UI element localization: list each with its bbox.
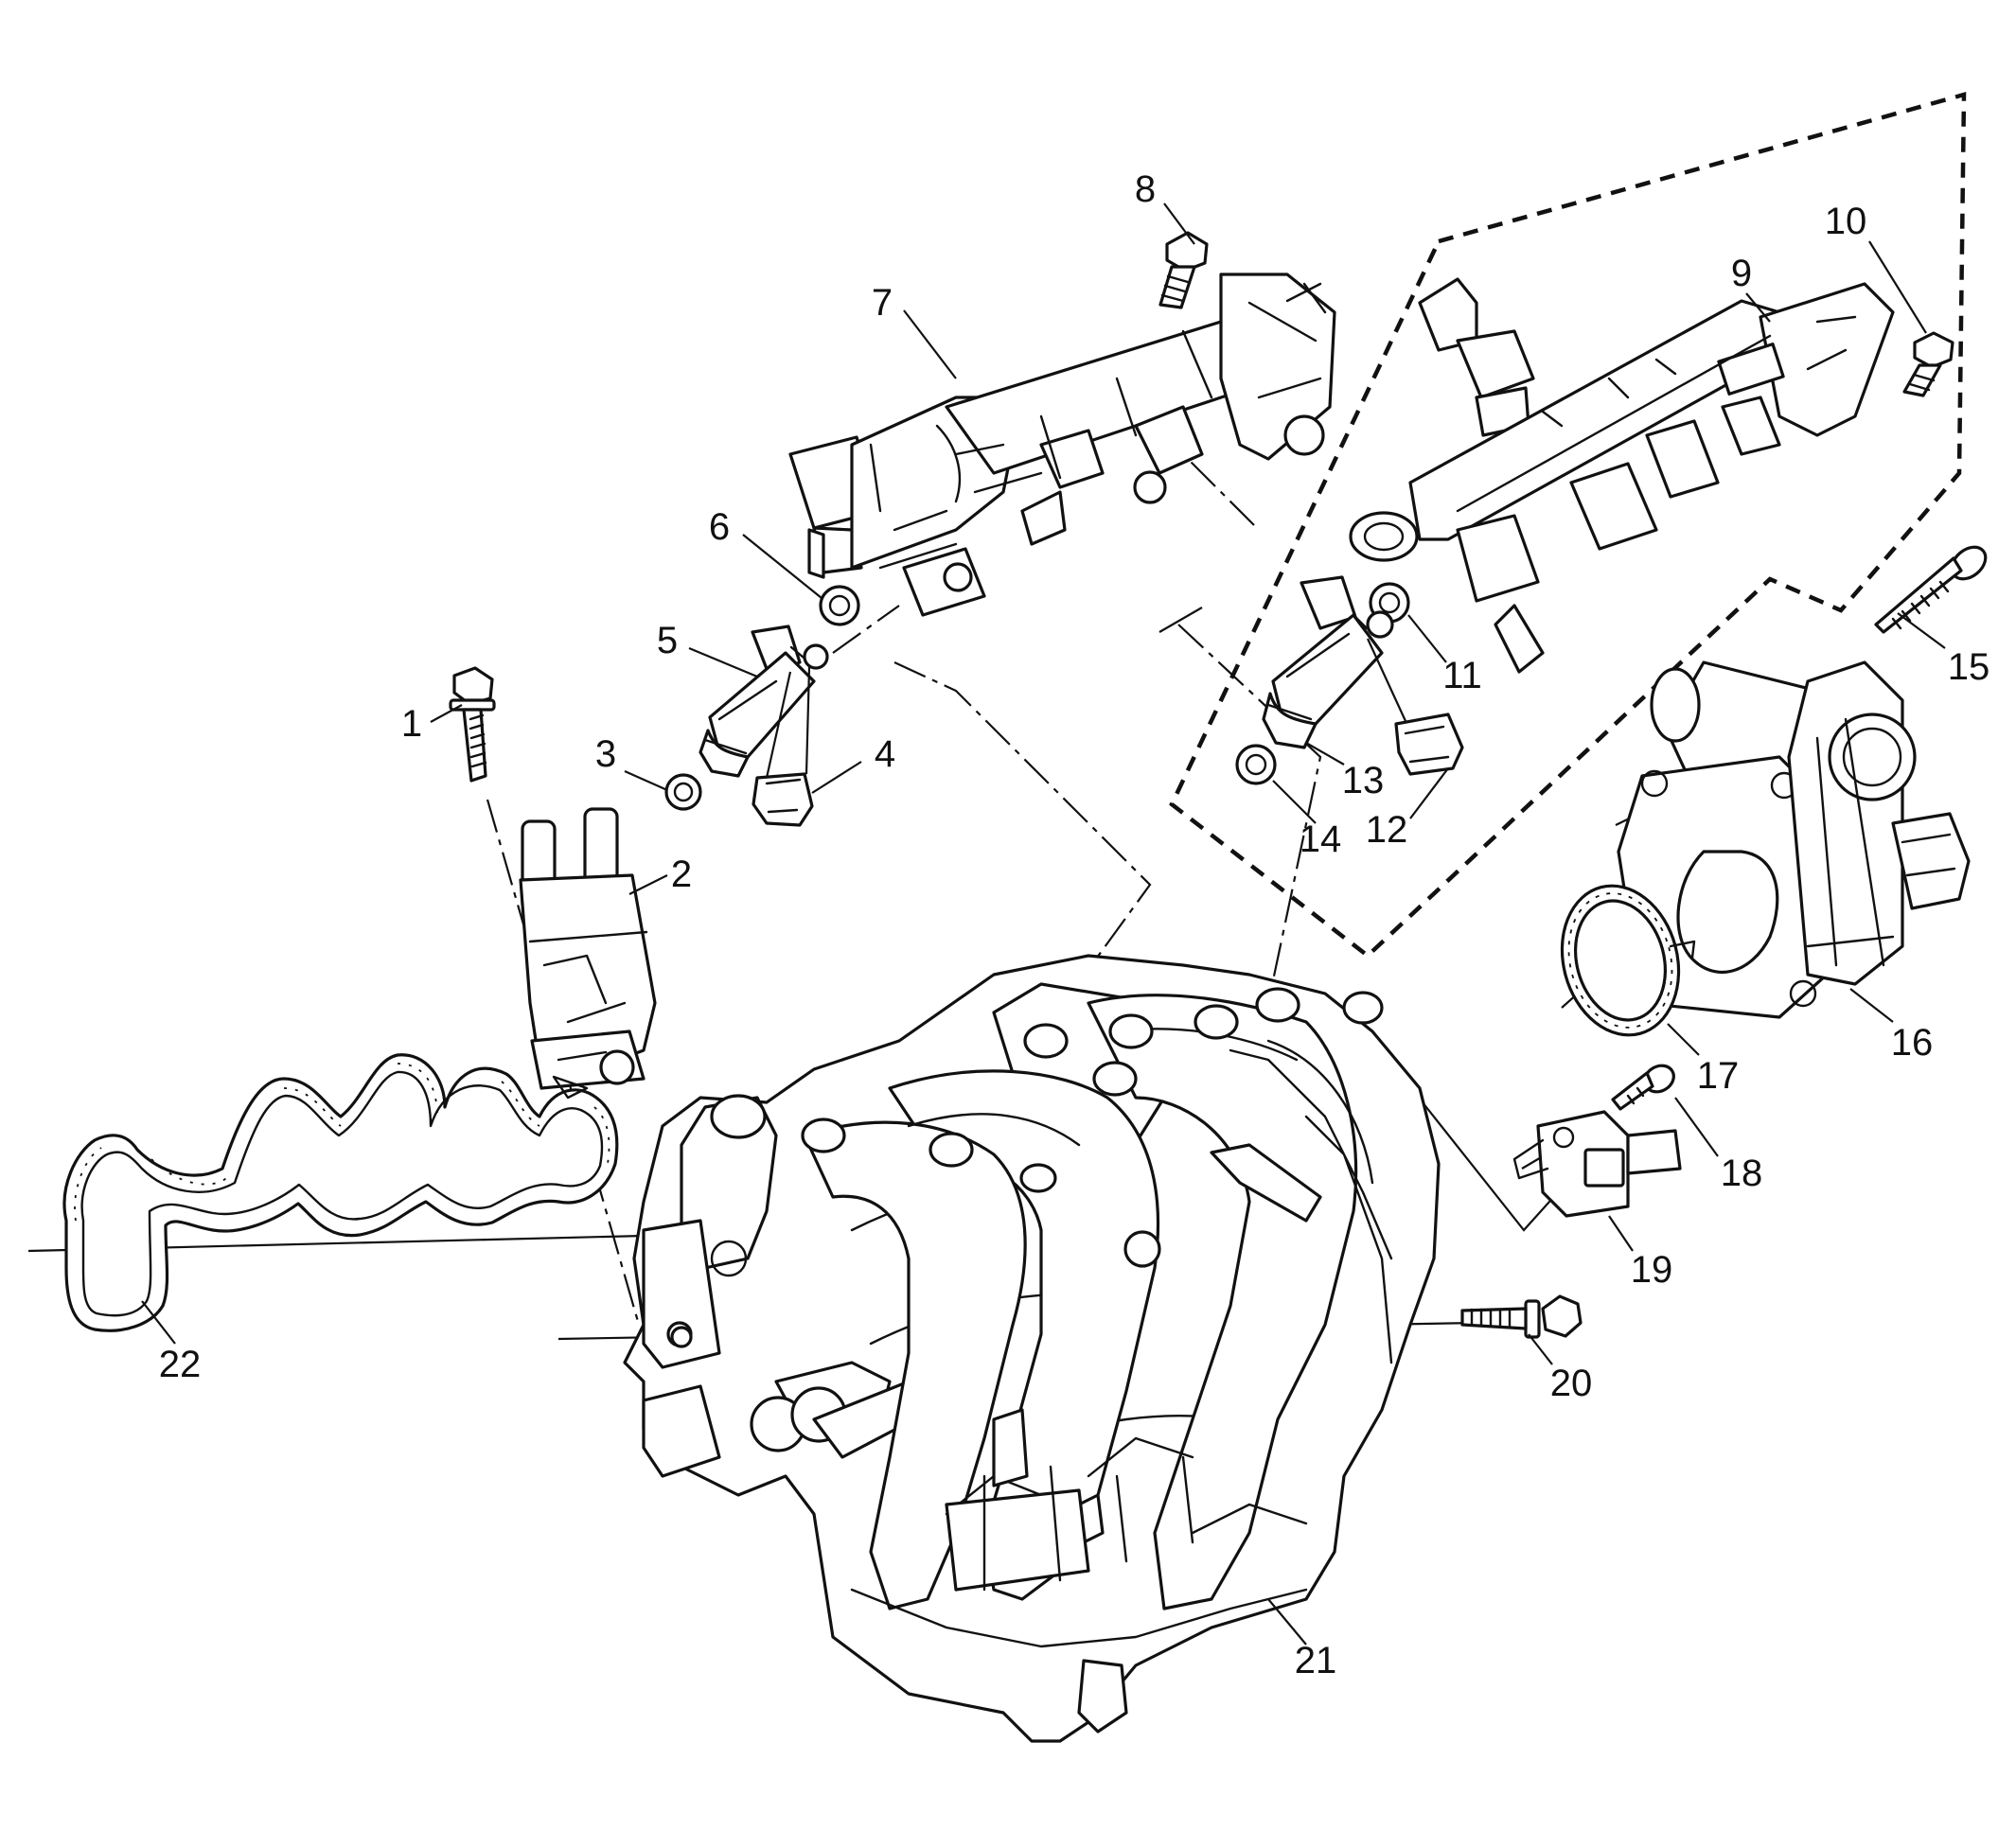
part-14-oring bbox=[1235, 744, 1277, 785]
part-15-bolt bbox=[1874, 545, 1988, 634]
callout-8: 8 bbox=[1135, 168, 1156, 210]
callout-2: 2 bbox=[671, 854, 692, 895]
part-13-injector bbox=[1262, 575, 1406, 749]
part-8-bolt bbox=[1158, 231, 1209, 309]
callout-3: 3 bbox=[595, 733, 616, 775]
part-7-fuel-rail bbox=[788, 273, 1336, 617]
callout-1: 1 bbox=[401, 703, 422, 745]
callout-17: 17 bbox=[1697, 1055, 1740, 1097]
callout-19: 19 bbox=[1631, 1249, 1673, 1291]
part-6-oring bbox=[819, 585, 860, 626]
callout-12: 12 bbox=[1366, 809, 1408, 851]
part-20-bolt bbox=[1460, 1294, 1583, 1339]
callout-20: 20 bbox=[1550, 1363, 1593, 1404]
callout-4: 4 bbox=[875, 733, 895, 775]
callout-10: 10 bbox=[1825, 201, 1867, 242]
part-4-clip bbox=[752, 666, 814, 827]
callout-18: 18 bbox=[1721, 1153, 1763, 1194]
part-18-screw bbox=[1611, 1064, 1675, 1111]
part-22-gasket bbox=[62, 1053, 619, 1332]
callout-5: 5 bbox=[657, 620, 678, 661]
callout-14: 14 bbox=[1300, 818, 1342, 860]
callout-6: 6 bbox=[709, 506, 730, 548]
part-9-fuel-rail bbox=[1349, 277, 1895, 674]
part-19-sensor bbox=[1512, 1110, 1682, 1218]
callout-15: 15 bbox=[1948, 646, 1990, 688]
part-3-oring bbox=[664, 773, 702, 811]
part-10-bolt bbox=[1902, 331, 1954, 397]
part-1-bolt bbox=[449, 666, 496, 783]
callout-22: 22 bbox=[159, 1344, 202, 1385]
callout-11: 11 bbox=[1442, 655, 1482, 696]
callout-7: 7 bbox=[872, 282, 893, 324]
callout-leaders bbox=[141, 202, 1946, 1646]
callout-9: 9 bbox=[1731, 253, 1752, 294]
part-12-clip bbox=[1394, 713, 1464, 776]
part-21-intake-manifold bbox=[623, 954, 1441, 1743]
part-5-injector bbox=[699, 625, 829, 778]
callout-labels: 1 2 3 4 5 6 7 8 9 10 11 12 13 14 15 16 1… bbox=[159, 168, 1990, 1681]
part-2-valve bbox=[519, 807, 657, 1100]
callout-13: 13 bbox=[1342, 760, 1385, 801]
part-17-ring-gasket bbox=[1560, 884, 1696, 1037]
callout-16: 16 bbox=[1891, 1022, 1934, 1064]
callout-21: 21 bbox=[1295, 1640, 1337, 1681]
